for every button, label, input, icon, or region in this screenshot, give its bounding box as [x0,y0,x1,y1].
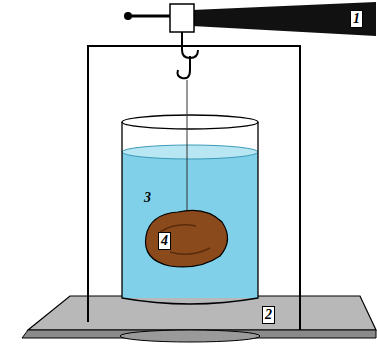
thread [187,80,188,218]
stone [146,210,228,267]
scale-base [120,330,260,342]
water [122,152,258,298]
callout-number: 3 [142,190,153,206]
water-surface [122,145,258,159]
balance-frame [88,46,300,330]
stand-arm [192,2,376,36]
beaker [122,122,258,304]
callout-number: 2 [262,306,275,324]
callout-number: 1 [350,10,363,28]
clamp-screw [128,15,170,18]
beaker-rim [122,115,258,129]
lower-hook [178,56,191,78]
clamp [170,4,194,32]
callout-number: 4 [158,232,171,250]
screw-knob [124,12,132,20]
scale-tray [28,296,376,330]
upper-hook [182,32,198,58]
